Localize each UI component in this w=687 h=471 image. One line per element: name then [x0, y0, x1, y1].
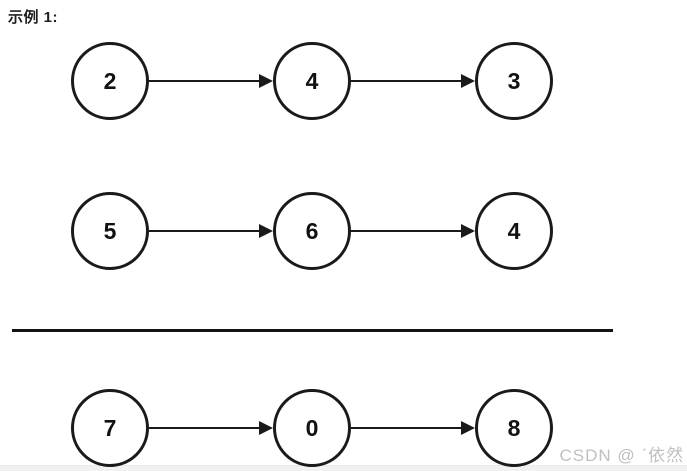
arrow-head-icon	[461, 421, 475, 435]
list-node: 5	[71, 192, 149, 270]
bottom-strip	[0, 465, 687, 471]
arrow-shaft	[149, 80, 261, 82]
list-node: 4	[475, 192, 553, 270]
separator-line	[12, 329, 613, 332]
list-node: 6	[273, 192, 351, 270]
example-title: 示例 1:	[8, 9, 59, 26]
arrow-head-icon	[259, 224, 273, 238]
list-node: 2	[71, 42, 149, 120]
arrow-head-icon	[259, 421, 273, 435]
list-node: 0	[273, 389, 351, 467]
list-node: 8	[475, 389, 553, 467]
arrow-shaft	[351, 230, 463, 232]
list-node: 7	[71, 389, 149, 467]
arrow-head-icon	[461, 74, 475, 88]
arrow-shaft	[351, 80, 463, 82]
arrow-shaft	[149, 230, 261, 232]
arrow-head-icon	[259, 74, 273, 88]
csdn-watermark: CSDN @ ˊ依然	[559, 446, 684, 465]
arrow-head-icon	[461, 224, 475, 238]
arrow-shaft	[149, 427, 261, 429]
arrow-shaft	[351, 427, 463, 429]
list-node: 3	[475, 42, 553, 120]
list-node: 4	[273, 42, 351, 120]
